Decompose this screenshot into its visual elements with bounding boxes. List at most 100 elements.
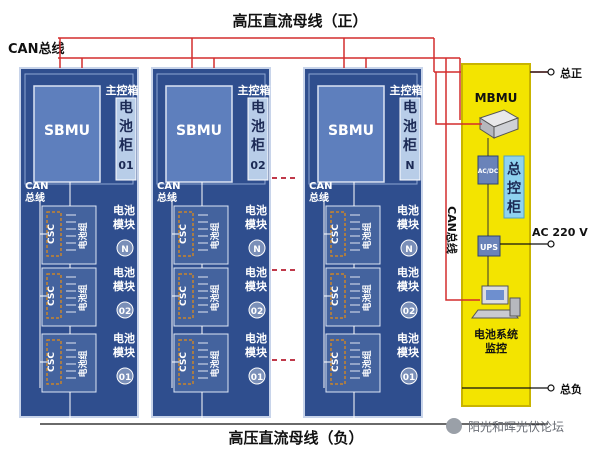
module-label: 电池 [113, 265, 135, 279]
terminal-neg [547, 384, 555, 392]
control-cabinet-label-char: 总 [507, 161, 521, 178]
acdc-label: AC/DC [478, 168, 499, 175]
module-number: 02 [119, 307, 132, 317]
csc-label: CSC [47, 224, 57, 244]
sbmu-block [165, 85, 233, 183]
module-label: 电池 [245, 203, 267, 217]
module-label: 模块 [397, 279, 420, 293]
can-bus-side-label: CAN总线 [445, 206, 459, 254]
battery-group-label: 电池组 [209, 222, 221, 249]
module-number-badge [400, 301, 418, 319]
cabinet-label-char: 电 [119, 99, 133, 116]
master-box-label: 主控箱 [390, 83, 423, 97]
csc-label: CSC [179, 286, 189, 306]
keyboard-icon [471, 309, 519, 319]
csc-label: CSC [331, 224, 341, 244]
battery-group-label: 电池组 [209, 284, 221, 311]
cabinet-label-char: 柜 [403, 137, 417, 154]
cabinet-label-char: 池 [119, 118, 133, 135]
control-cabinet-label-char: 柜 [507, 199, 521, 216]
battery-group-label: 电池组 [361, 222, 373, 249]
battery-group-label: 电池组 [361, 284, 373, 311]
title-positive-bus: 高压直流母线（正） [232, 12, 367, 30]
can-label: 总线 [25, 191, 45, 204]
csc-box [178, 211, 194, 257]
can-bus-top-label: CAN总线 [8, 41, 64, 57]
terminal-pos-label: 总正 [560, 66, 582, 80]
csc-box [46, 339, 62, 385]
csc-box [330, 339, 346, 385]
module-label: 模块 [397, 345, 420, 359]
csc-label: CSC [47, 286, 57, 306]
watermark-text: 阳光和晖光伏论坛 [468, 420, 564, 434]
mbmu-device-front [493, 117, 519, 139]
can-label: CAN [25, 181, 48, 192]
mbmu-label: MBMU [475, 91, 518, 105]
module-number: N [253, 245, 261, 255]
cabinet-label-char: 电 [251, 99, 265, 116]
csc-label: CSC [179, 224, 189, 244]
battery-group-label: 电池组 [77, 284, 89, 311]
can-label: 总线 [157, 191, 177, 204]
module-number: 02 [403, 307, 416, 317]
module-number-badge [248, 301, 266, 319]
module-label: 电池 [397, 331, 419, 345]
battery-module-frame [325, 333, 381, 393]
module-number: 01 [403, 373, 416, 383]
can-label: CAN [309, 181, 332, 192]
cabinet-label-char: 池 [251, 118, 265, 135]
module-label: 模块 [397, 217, 420, 231]
can-label: 总线 [309, 191, 329, 204]
module-label: 电池 [245, 265, 267, 279]
csc-box [330, 273, 346, 319]
cabinet-label-char: 柜 [251, 137, 265, 154]
csc-box [46, 211, 62, 257]
module-number-badge [116, 239, 134, 257]
module-label: 电池 [397, 265, 419, 279]
battery-module-frame [41, 333, 97, 393]
monitor-label: 电池系统 [474, 327, 518, 341]
cabinet-label-char: 柜 [119, 137, 133, 154]
monitor-screen-glass [486, 290, 504, 300]
module-label: 电池 [245, 331, 267, 345]
battery-module-frame [173, 333, 229, 393]
battery-module-frame [41, 267, 97, 327]
battery-module-frame [41, 205, 97, 265]
ups-label: UPS [480, 243, 498, 252]
battery-group-label: 电池组 [361, 350, 373, 377]
title-negative-bus: 高压直流母线（负） [228, 429, 363, 447]
csc-box [178, 339, 194, 385]
csc-label: CSC [331, 286, 341, 306]
module-label: 模块 [245, 279, 268, 293]
sbmu-label: SBMU [176, 123, 222, 139]
sbmu-label: SBMU [328, 123, 374, 139]
cabinet-label-char: 02 [250, 159, 265, 172]
module-number: N [121, 245, 129, 255]
module-label: 模块 [245, 345, 268, 359]
battery-module-frame [173, 267, 229, 327]
module-number-badge [116, 367, 134, 385]
terminal-ac [547, 240, 555, 248]
module-label: 模块 [113, 217, 136, 231]
battery-module-frame [173, 205, 229, 265]
cabinet-label-char: 电 [403, 99, 417, 116]
module-label: 模块 [245, 217, 268, 231]
battery-module-frame [325, 205, 381, 265]
master-box-label: 主控箱 [106, 83, 139, 97]
cabinet-label-bg [115, 97, 137, 181]
module-label: 电池 [397, 203, 419, 217]
module-number-badge [400, 367, 418, 385]
control-cabinet-label-char: 控 [507, 180, 521, 197]
module-label: 模块 [113, 345, 136, 359]
battery-group-label: 电池组 [77, 350, 89, 377]
csc-box [178, 273, 194, 319]
cabinet-label-char: N [405, 159, 414, 172]
sbmu-block [317, 85, 385, 183]
battery-group-label: 电池组 [209, 350, 221, 377]
csc-box [46, 273, 62, 319]
battery-module-frame [325, 267, 381, 327]
